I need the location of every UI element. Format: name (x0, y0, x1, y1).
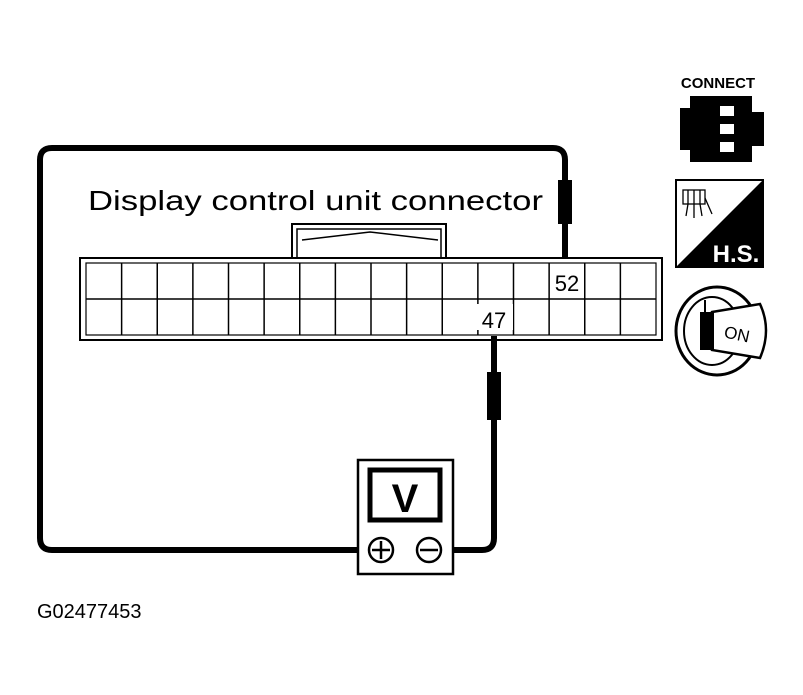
ignition-key-icon: ON (674, 285, 768, 377)
harness-side-label: H.S. (713, 241, 760, 268)
positive-probe-tip (558, 180, 572, 224)
pin-52-label: 52 (555, 271, 579, 296)
positive-probe-wire (37, 145, 568, 553)
figure-id: G02477453 (37, 601, 142, 623)
connect-icon: CONNECT (680, 75, 764, 162)
harness-connector-icon (682, 189, 713, 218)
harness-side-icon: H.S. (675, 179, 764, 268)
voltmeter: V (356, 458, 455, 576)
pin-47-label: 47 (482, 308, 506, 333)
negative-probe-tip (487, 372, 501, 420)
voltmeter-display (367, 467, 443, 523)
connector-title: Display control unit connector (88, 185, 543, 216)
ignition-label: ON (722, 323, 751, 347)
pin-52-label-bg (550, 267, 584, 293)
voltmeter-symbol: V (392, 477, 419, 521)
connect-label: CONNECT (681, 75, 755, 92)
connector-cavity-grid (86, 263, 656, 335)
negative-probe-wire (428, 336, 497, 553)
pin-47-label-bg (477, 304, 513, 330)
